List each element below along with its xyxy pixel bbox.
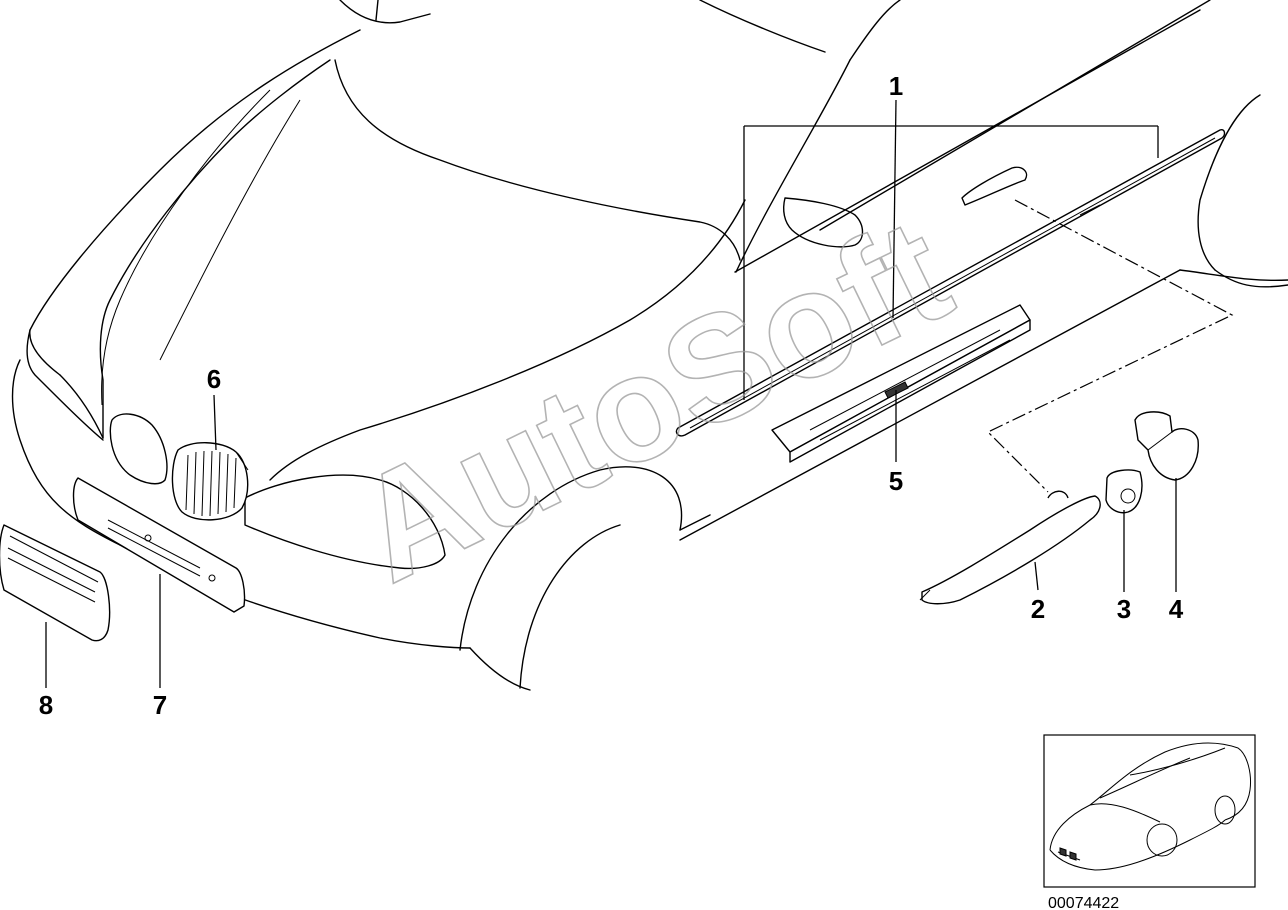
- callout-4: 4: [1169, 594, 1184, 624]
- door-handle-part: [919, 490, 1101, 605]
- callout-2: 2: [1031, 594, 1045, 624]
- callout-7: 7: [153, 690, 167, 720]
- entrance-sill-part: [771, 304, 1031, 463]
- door-handle-outline-on-body: [961, 166, 1028, 206]
- license-plate-base-part: [72, 477, 246, 613]
- thumbnail-inset: [1043, 734, 1256, 888]
- callout-1: 1: [889, 71, 903, 101]
- license-plate-bracket-part: [0, 524, 111, 642]
- callout-leaders: [45, 99, 1234, 688]
- kidney-grille-part: [171, 442, 249, 521]
- callout-labels: 1 2 3 4 5 6 7 8: [39, 71, 1184, 720]
- callout-3: 3: [1117, 594, 1131, 624]
- callout-8: 8: [39, 690, 53, 720]
- side-moulding-part: [675, 128, 1226, 437]
- thumbnail-car-sketch: [1049, 742, 1251, 871]
- car-body-outline: [11, 0, 1288, 691]
- lock-cap-part: [1105, 469, 1143, 514]
- callout-6: 6: [207, 364, 221, 394]
- thumbnail-frame: [1043, 734, 1256, 888]
- lock-cylinder-part: [1134, 411, 1199, 481]
- callout-5: 5: [889, 466, 903, 496]
- reference-code: 00074422: [1048, 895, 1119, 910]
